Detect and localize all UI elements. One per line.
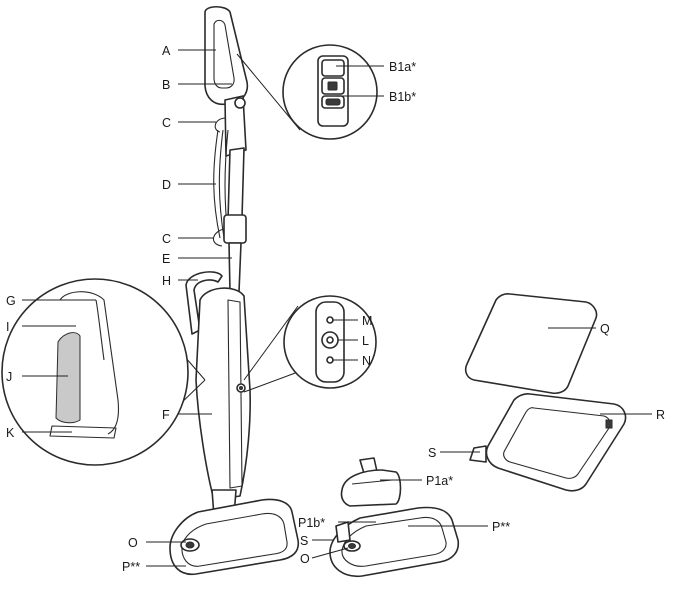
label-a: A <box>162 44 171 58</box>
label-s-head: S <box>300 534 308 548</box>
label-h: H <box>162 274 171 288</box>
detail-circle-handle <box>1 278 206 466</box>
label-n: N <box>362 354 371 368</box>
label-r: R <box>656 408 665 422</box>
label-f: F <box>162 408 170 422</box>
label-s-frame: S <box>428 446 436 460</box>
label-e: E <box>162 252 170 266</box>
label-l: L <box>362 334 369 348</box>
label-b1a: B1a* <box>389 60 416 74</box>
label-d: D <box>162 178 171 192</box>
label-g: G <box>6 294 16 308</box>
label-j: J <box>6 370 12 384</box>
label-c-upper: C <box>162 116 171 130</box>
label-m: M <box>362 314 372 328</box>
label-p1b: P1b* <box>298 516 325 530</box>
part-labels: A B C D C E H G I J K F O P** B1a* B1b* … <box>6 44 665 574</box>
label-p-detail: P** <box>492 520 510 534</box>
label-b: B <box>162 78 170 92</box>
cleaning-pad <box>464 293 598 395</box>
detail-circle-switch <box>236 44 378 140</box>
detail-circle-controls <box>243 295 377 393</box>
label-c-lower: C <box>162 232 171 246</box>
mop-head-detail <box>329 457 460 577</box>
label-o-detail: O <box>300 552 310 566</box>
label-k: K <box>6 426 15 440</box>
leader-lines <box>22 49 652 567</box>
label-o-main: O <box>128 536 138 550</box>
label-q: Q <box>600 322 610 336</box>
label-i: I <box>6 320 9 334</box>
label-p-main: P** <box>122 560 140 574</box>
label-b1b: B1b* <box>389 90 416 104</box>
pad-frame <box>469 393 627 492</box>
label-p1a: P1a* <box>426 474 453 488</box>
steam-mop-illustration <box>169 5 300 575</box>
